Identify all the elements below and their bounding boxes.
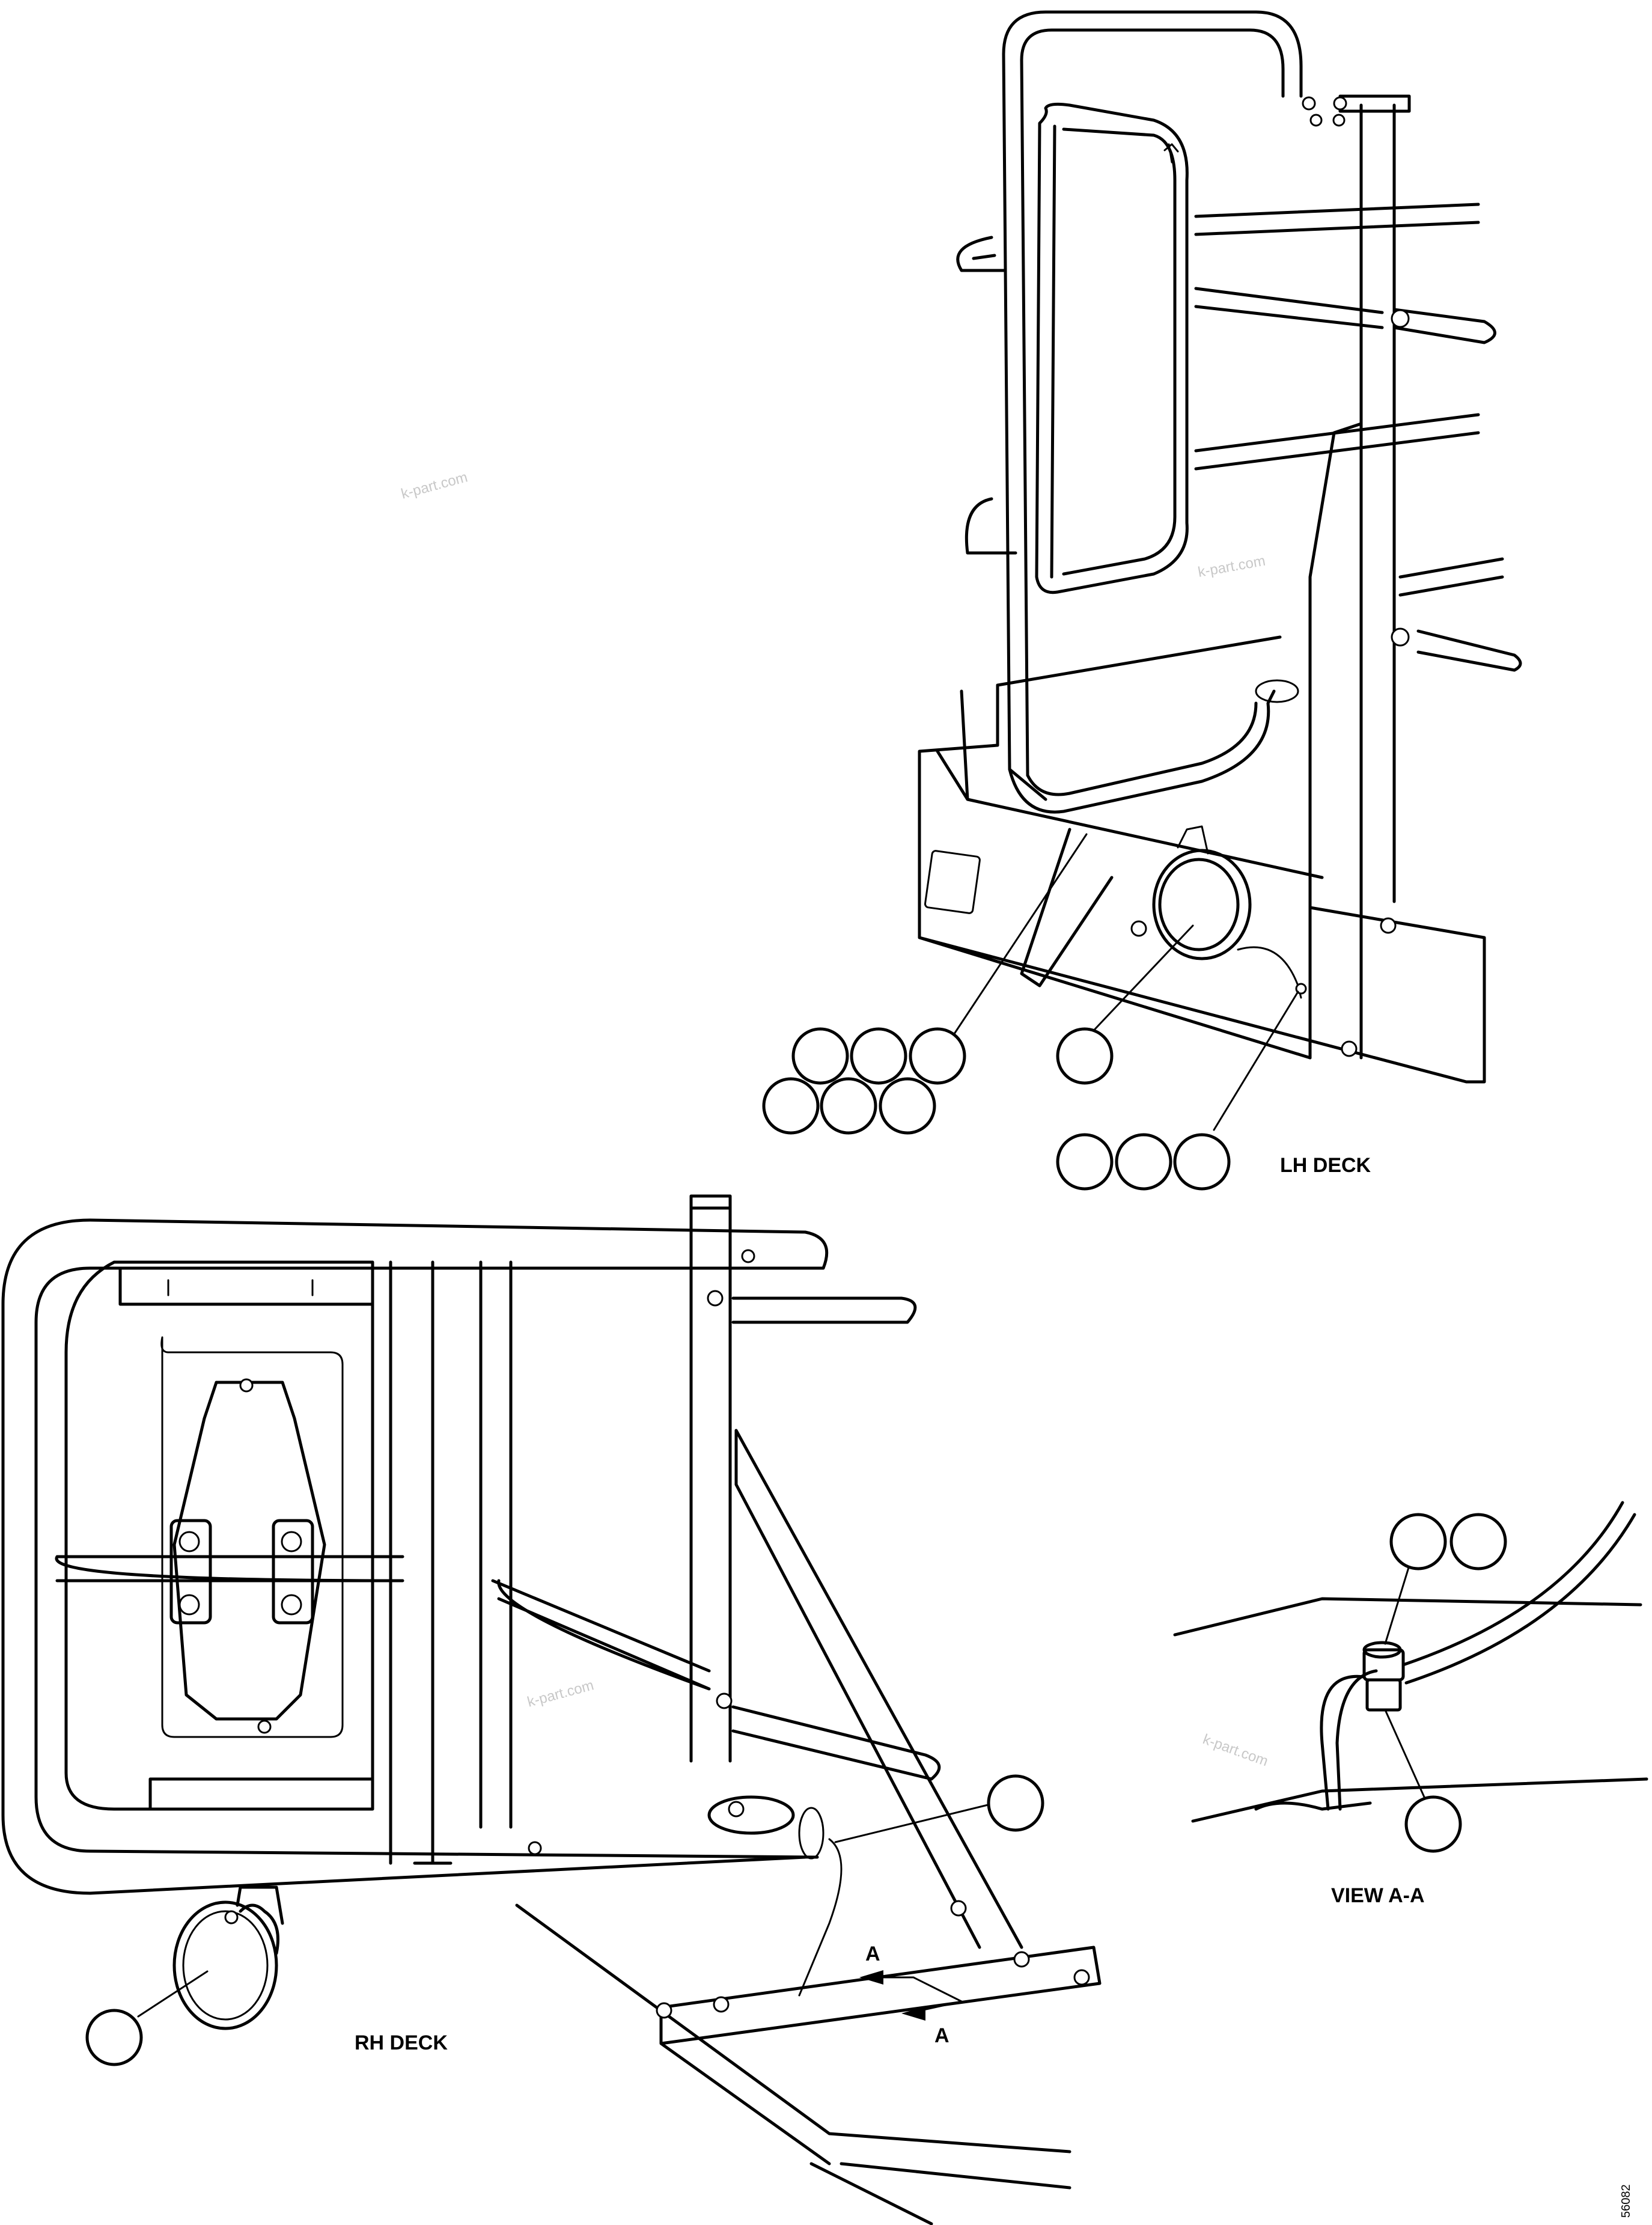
watermark-4: k-part.com xyxy=(1201,1731,1270,1769)
section-marker-aa: A A xyxy=(859,1943,963,2047)
view-aa-deck-edge xyxy=(1173,1597,1648,1823)
lh-callouts xyxy=(762,833,1299,1191)
view-aa-label: VIEW A-A xyxy=(1331,1884,1425,1907)
rh-seat-back xyxy=(64,1260,374,1811)
rh-callouts xyxy=(85,1774,1044,2066)
rh-diagonal-brace xyxy=(734,1429,1023,1949)
view-aa-callouts xyxy=(1384,1513,1507,1853)
lh-callout-light xyxy=(1056,1027,1114,1085)
view-aa: VIEW A-A xyxy=(1173,1501,1648,1907)
lh-seat-frame xyxy=(1002,10,1303,801)
lh-callout-1 xyxy=(791,1027,849,1085)
rh-upright-post xyxy=(689,1194,732,1763)
view-aa-callout-3 xyxy=(1404,1795,1462,1853)
section-label-bottom: A xyxy=(934,2024,949,2047)
lh-callout-5 xyxy=(820,1077,877,1135)
lh-callout-6 xyxy=(879,1077,936,1135)
watermark-2: k-part.com xyxy=(1196,553,1266,581)
lh-upright-post xyxy=(1338,94,1411,903)
watermark-1: k-part.com xyxy=(400,469,469,502)
rh-mount-bracket xyxy=(172,1381,326,1721)
section-label-top: A xyxy=(865,1943,880,1965)
lh-callout-4 xyxy=(762,1077,820,1135)
rh-callout-light xyxy=(85,2009,143,2066)
view-aa-callout-2 xyxy=(1449,1513,1507,1570)
view-aa-callout-1 xyxy=(1389,1513,1447,1570)
lh-seat-support xyxy=(1008,689,1276,814)
lh-callout-2 xyxy=(850,1027,907,1085)
view-aa-sensor xyxy=(1362,1641,1405,1712)
rh-outer-rail xyxy=(1,1218,829,1895)
lh-callout-8 xyxy=(1115,1133,1172,1191)
lh-callout-9 xyxy=(1173,1133,1231,1191)
lh-seat-back xyxy=(1035,102,1189,594)
watermark-3: k-part.com xyxy=(526,1677,596,1710)
rh-deck-label: RH DECK xyxy=(355,2031,448,2054)
lh-side-panel xyxy=(1308,422,1363,1060)
rh-callout-1 xyxy=(987,1774,1044,1832)
lh-deck-view: LH DECK xyxy=(762,10,1522,1191)
lh-callout-7 xyxy=(1056,1133,1114,1191)
figure-number: 56082 xyxy=(1620,2184,1633,2218)
view-aa-wire xyxy=(1320,1501,1636,1811)
lh-deck-label: LH DECK xyxy=(1280,1154,1371,1177)
rh-deck-base xyxy=(515,1903,1102,2225)
rh-light xyxy=(172,1885,284,2030)
rh-inner-rails xyxy=(55,1260,513,1865)
lh-light xyxy=(1130,825,1252,960)
lh-deck-box xyxy=(918,635,1486,1084)
lh-callout-3 xyxy=(909,1027,966,1085)
rh-deck-view: A A RH DECK xyxy=(1,1194,1102,2225)
lh-handrails xyxy=(956,203,1522,672)
